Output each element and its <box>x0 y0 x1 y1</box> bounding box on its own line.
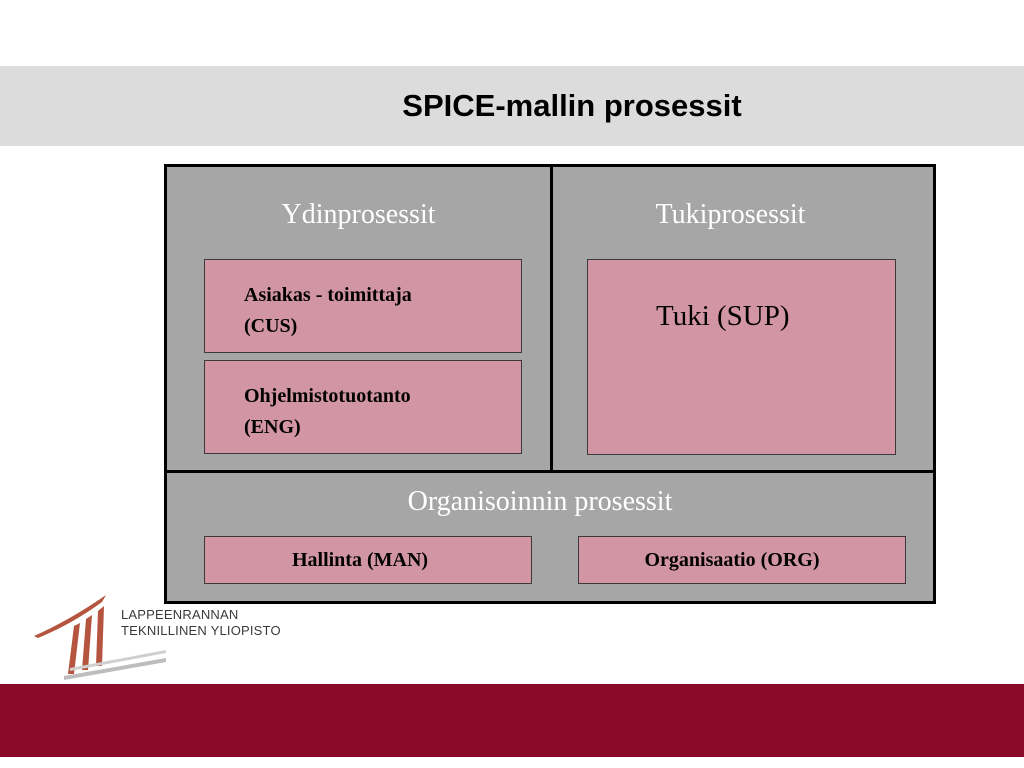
man-label: Hallinta (MAN) <box>291 549 429 571</box>
university-name: LAPPEENRANNAN TEKNILLINEN YLIOPISTO <box>121 607 281 639</box>
org-label: Organisaatio (ORG) <box>644 549 820 571</box>
university-name-line-2: TEKNILLINEN YLIOPISTO <box>121 623 281 638</box>
eng-line-1: Ohjelmistotuotanto <box>244 385 411 407</box>
slide-title: SPICE-mallin prosessit <box>402 88 742 123</box>
cus-process-box: Asiakas - toimittaja (CUS) <box>204 259 522 353</box>
support-processes-label: Tukiprosessit <box>655 199 806 230</box>
cus-line-1: Asiakas - toimittaja <box>244 284 412 306</box>
university-logo-icon <box>34 595 166 680</box>
university-name-line-1: LAPPEENRANNAN <box>121 607 239 622</box>
horizontal-divider <box>167 470 933 473</box>
core-processes-label: Ydinprosessit <box>281 199 436 230</box>
footer-band <box>0 684 1024 757</box>
organisation-processes-label: Organisoinnin prosessit <box>407 486 673 517</box>
cus-line-2: (CUS) <box>244 315 298 337</box>
spice-diagram: Ydinprosessit Tukiprosessit Organisoinni… <box>164 164 936 604</box>
vertical-divider <box>550 167 553 470</box>
eng-process-box: Ohjelmistotuotanto (ENG) <box>204 360 522 454</box>
sup-process-box: Tuki (SUP) <box>587 259 896 455</box>
org-process-box: Organisaatio (ORG) <box>578 536 906 584</box>
eng-line-2: (ENG) <box>244 416 301 438</box>
sup-label: Tuki (SUP) <box>656 300 790 332</box>
title-band: SPICE-mallin prosessit <box>0 66 1024 146</box>
man-process-box: Hallinta (MAN) <box>204 536 532 584</box>
